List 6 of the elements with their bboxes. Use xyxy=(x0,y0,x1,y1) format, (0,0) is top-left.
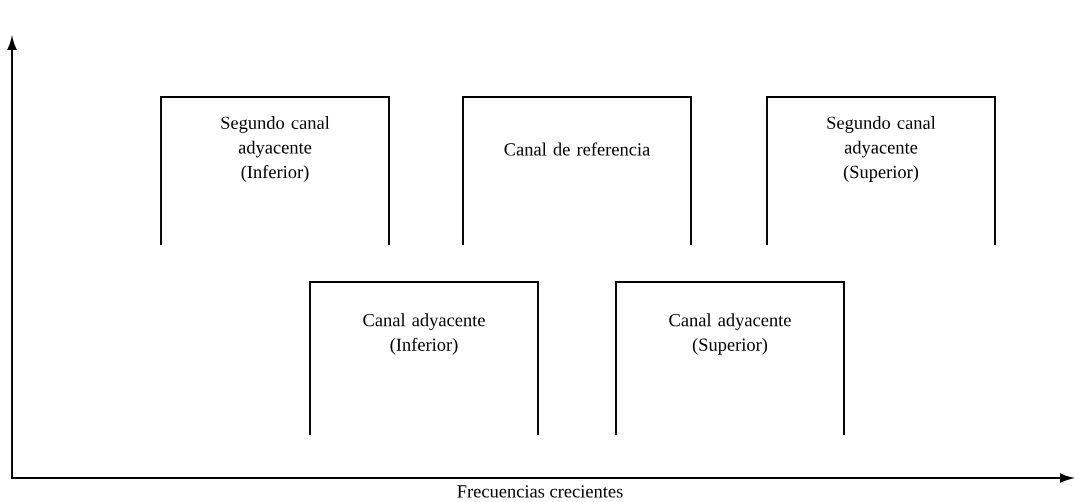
axis-label: Frecuencias crecientes xyxy=(457,485,623,498)
channel-box: Segundo canal adyacente (Inferior) xyxy=(160,96,390,246)
channel-box: Canal de referencia xyxy=(462,96,692,246)
channel-box: Canal adyacente (Superior) xyxy=(615,281,845,436)
channel-box: Canal adyacente (Inferior) xyxy=(309,281,539,436)
channel-box: Segundo canal adyacente (Superior) xyxy=(766,96,996,246)
